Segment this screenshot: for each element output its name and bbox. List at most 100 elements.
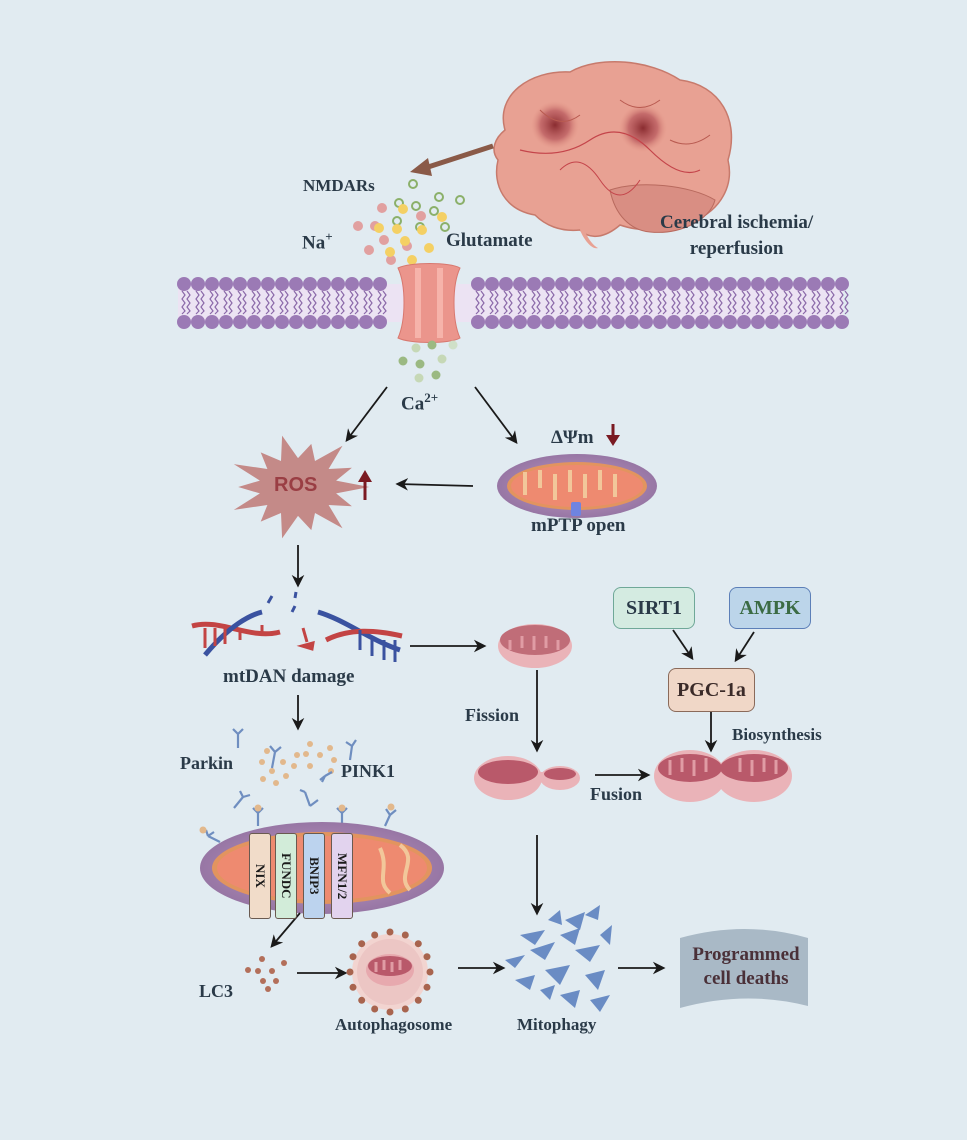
lipid-head — [219, 277, 233, 291]
cerebral-ischemia-label: Cerebral ischemia/ reperfusion — [660, 210, 813, 262]
dna-damage-icon — [191, 591, 403, 662]
lipid-head — [275, 277, 289, 291]
lipid-head — [233, 277, 247, 291]
lipid-head — [667, 277, 681, 291]
lipid-head — [597, 277, 611, 291]
lipid-head — [247, 277, 261, 291]
lipid-head — [667, 315, 681, 329]
lipid-head — [513, 315, 527, 329]
lipid-tail — [279, 290, 289, 315]
mtdna-damage-label: mtDAN damage — [223, 666, 355, 687]
lipid-tail — [503, 290, 513, 315]
lipid-head — [471, 315, 485, 329]
mitophagy-fragment — [520, 930, 545, 945]
lipid-head — [331, 315, 345, 329]
lc3-bead — [386, 1008, 394, 1016]
fusion-label: Fusion — [590, 784, 643, 804]
lipid-head — [723, 315, 737, 329]
lc3-label: LC3 — [199, 981, 234, 1001]
biosynthesis-label: Biosynthesis — [732, 725, 822, 744]
lipid-head — [527, 277, 541, 291]
lipid-tail — [769, 290, 779, 315]
lipid-head — [765, 277, 779, 291]
lc3-bead — [426, 968, 434, 976]
receptor-nix: NIX — [249, 833, 271, 919]
arrow-ca-to-ros — [345, 386, 388, 443]
pgc1a-box: PGC-1a — [668, 668, 755, 712]
lc3-bead — [386, 928, 394, 936]
lc3-bead — [414, 940, 422, 948]
lipid-head — [583, 277, 597, 291]
mitophagy-fragment — [548, 910, 562, 925]
pcd-banner — [680, 929, 808, 1008]
lipid-tail — [363, 290, 373, 315]
lipid-head — [737, 277, 751, 291]
mitochondrion-fission-icon — [474, 756, 580, 800]
lc3-bead — [358, 940, 366, 948]
lipid-head — [821, 277, 835, 291]
ampk-box: AMPK — [729, 587, 811, 629]
lipid-tail — [181, 290, 191, 315]
pcd-line-2: cell deaths — [703, 968, 789, 989]
lipid-head — [345, 277, 359, 291]
lipid-head — [261, 277, 275, 291]
lipid-head — [499, 315, 513, 329]
glutamate-label: Glutamate — [446, 230, 533, 251]
mitophagy-fragment — [565, 912, 585, 930]
mitophagy-fragment — [600, 925, 612, 945]
arrow-sirt1-to-pgc — [672, 629, 694, 661]
lipid-head — [709, 315, 723, 329]
mitochondrion-mptp-icon — [497, 454, 657, 518]
lipid-tail — [811, 290, 821, 315]
lipid-tail — [839, 290, 849, 315]
na-charge: + — [325, 229, 333, 244]
lipid-tail — [741, 290, 751, 315]
parkin-pink1-particles — [259, 741, 337, 786]
lipid-tail — [825, 290, 835, 315]
arrow-mito-to-ros — [395, 477, 474, 491]
mitophagy-fragment — [505, 955, 525, 968]
lipid-head — [303, 315, 317, 329]
sirt1-box: SIRT1 — [613, 587, 695, 629]
lipid-head — [611, 315, 625, 329]
lipid-head — [289, 277, 303, 291]
lipid-head — [695, 277, 709, 291]
mitophagy-fragment — [585, 905, 600, 920]
lc3-bead — [349, 983, 357, 991]
lc3-bead — [423, 953, 431, 961]
cell-membrane — [177, 277, 849, 329]
lipid-tail — [629, 290, 639, 315]
lc3-particles — [245, 956, 287, 992]
mitophagy-fragment — [560, 928, 580, 945]
lipid-head — [793, 315, 807, 329]
lipid-tail — [209, 290, 219, 315]
lipid-tail — [545, 290, 555, 315]
lipid-tail — [601, 290, 611, 315]
lipid-head — [373, 277, 387, 291]
mitophagy-fragment — [585, 970, 605, 990]
lipid-head — [681, 315, 695, 329]
lipid-head — [555, 277, 569, 291]
arrow-ca-to-mito — [474, 386, 518, 445]
mptp-open-label: mPTP open — [531, 515, 626, 536]
receptor-nix-label: NIX — [253, 864, 268, 888]
lc3-bead — [346, 968, 354, 976]
ros-burst-icon — [233, 435, 370, 539]
lipid-head — [289, 315, 303, 329]
lipid-head — [499, 277, 513, 291]
delta-psi-down-arrow-icon — [606, 424, 620, 446]
lipid-head — [359, 315, 373, 329]
lipid-tail — [643, 290, 653, 315]
lipid-head — [695, 315, 709, 329]
lipid-tail — [321, 290, 331, 315]
mitophagy-fragment — [530, 942, 555, 960]
lipid-tail — [377, 290, 387, 315]
ca-text: Ca — [401, 393, 425, 415]
lipid-head — [177, 315, 191, 329]
mitophagy-fragment — [545, 965, 570, 985]
lipid-tail — [307, 290, 317, 315]
lipid-head — [751, 277, 765, 291]
lipid-head — [569, 315, 583, 329]
lipid-head — [765, 315, 779, 329]
